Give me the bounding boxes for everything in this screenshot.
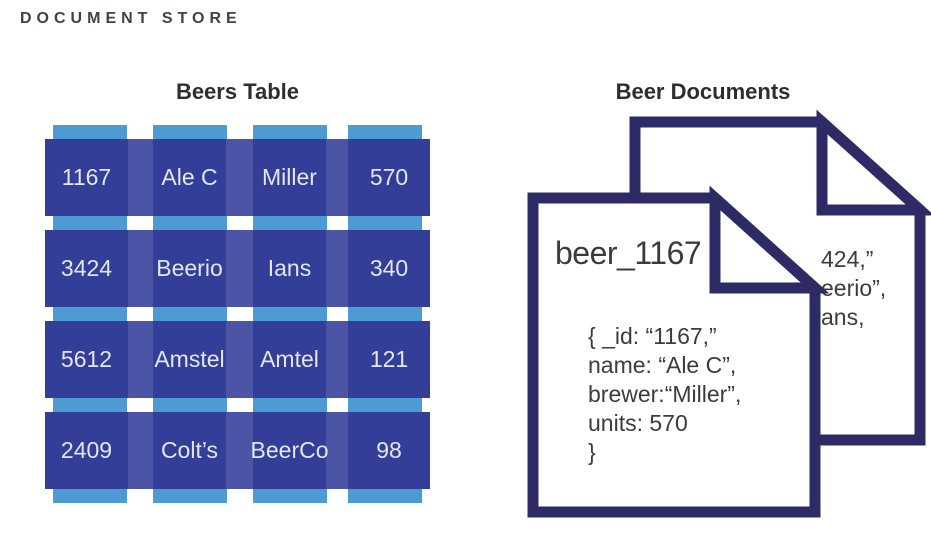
table-cell: Colt’s	[153, 412, 226, 489]
beers-table-graphic: 1167 Ale C Miller 570 3424 Beerio Ians 3…	[45, 125, 430, 503]
table-row: 2409 Colt’s BeerCo 98	[45, 412, 430, 489]
table-cell: Miller	[253, 139, 326, 216]
front-document-json-line: { _id: “1167,”	[588, 323, 717, 349]
back-document-text-line: 424,”	[821, 246, 874, 272]
table-cell: Amtel	[253, 321, 326, 398]
page-title: DOCUMENT STORE	[20, 10, 242, 27]
table-cell: 3424	[45, 230, 128, 307]
back-document-text: 424,” eerio”, ans,	[821, 245, 886, 332]
front-document-id: beer_1167	[555, 235, 702, 271]
front-document: beer_1167 { _id: “1167,” name: “Ale C”, …	[527, 185, 830, 518]
beer-documents-title: Beer Documents	[615, 79, 791, 104]
table-row: 3424 Beerio Ians 340	[45, 230, 430, 307]
table-cell: Ians	[253, 230, 326, 307]
table-cell: 2409	[45, 412, 128, 489]
front-document-json-line: brewer:“Miller”,	[588, 381, 742, 407]
back-document-text-line: ans,	[821, 304, 865, 330]
table-cell: 1167	[45, 139, 128, 216]
table-cell: BeerCo	[251, 412, 329, 489]
table-cell: Ale C	[153, 139, 226, 216]
table-row: 1167 Ale C Miller 570	[45, 139, 430, 216]
front-document-json-line: name: “Ale C”,	[588, 352, 737, 378]
table-row: 5612 Amstel Amtel 121	[45, 321, 430, 398]
document-page-icon	[527, 185, 830, 518]
table-cell: 121	[348, 321, 430, 398]
folded-corner-icon	[709, 185, 830, 294]
folded-corner-icon	[816, 109, 931, 216]
table-cell: Amstel	[153, 321, 226, 398]
table-cell: Beerio	[153, 230, 226, 307]
front-document-json-line: units: 570	[588, 410, 688, 436]
table-cell: 340	[348, 230, 430, 307]
table-cell: 5612	[45, 321, 128, 398]
front-document-json-line: }	[588, 439, 596, 465]
table-cell: 570	[348, 139, 430, 216]
beers-table-title: Beers Table	[175, 79, 300, 104]
table-cell: 98	[348, 412, 430, 489]
front-document-json: { _id: “1167,” name: “Ale C”, brewer:“Mi…	[588, 322, 741, 467]
back-document-text-line: eerio”,	[821, 275, 887, 301]
